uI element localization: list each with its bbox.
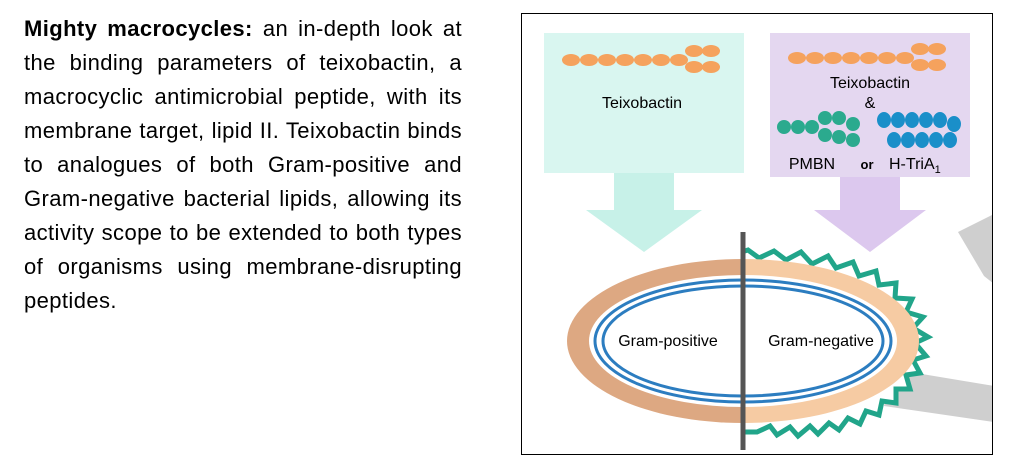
abstract-text: Mighty macrocycles: an in-depth look at … xyxy=(24,12,462,318)
diagram-figure: Teixobactin Teixobactin & xyxy=(521,13,993,455)
right-panel-arrow xyxy=(814,177,926,252)
pmbn-cluster xyxy=(777,111,860,147)
bacterial-cell: Gram-positive Gram-negative xyxy=(567,232,934,450)
abstract-title: Mighty macrocycles: xyxy=(24,16,253,41)
diagram-canvas: Teixobactin Teixobactin & xyxy=(544,33,992,450)
gram-positive-label: Gram-positive xyxy=(618,333,718,350)
htria-label-main: H-TriA xyxy=(889,156,935,173)
htria-label: H-TriA1 xyxy=(889,156,941,176)
gram-negative-label: Gram-negative xyxy=(768,333,874,350)
right-panel: Teixobactin & xyxy=(770,33,970,252)
background-stroke-upper xyxy=(958,215,992,283)
or-label: or xyxy=(861,157,874,172)
left-panel: Teixobactin xyxy=(544,33,744,252)
pmbn-label: PMBN xyxy=(789,156,835,173)
htria-cluster xyxy=(877,112,961,148)
left-panel-arrow xyxy=(586,173,702,252)
right-teixobactin-label: Teixobactin xyxy=(830,75,910,92)
abstract-body: an in-depth look at the binding paramete… xyxy=(24,16,462,313)
teixobactin-chain-left xyxy=(562,45,720,73)
left-teixobactin-label: Teixobactin xyxy=(602,95,682,112)
htria-label-subscript: 1 xyxy=(935,164,941,176)
teixobactin-chain-right xyxy=(788,43,946,71)
ampersand-label: & xyxy=(865,95,876,112)
background-stroke-lower xyxy=(884,369,992,422)
